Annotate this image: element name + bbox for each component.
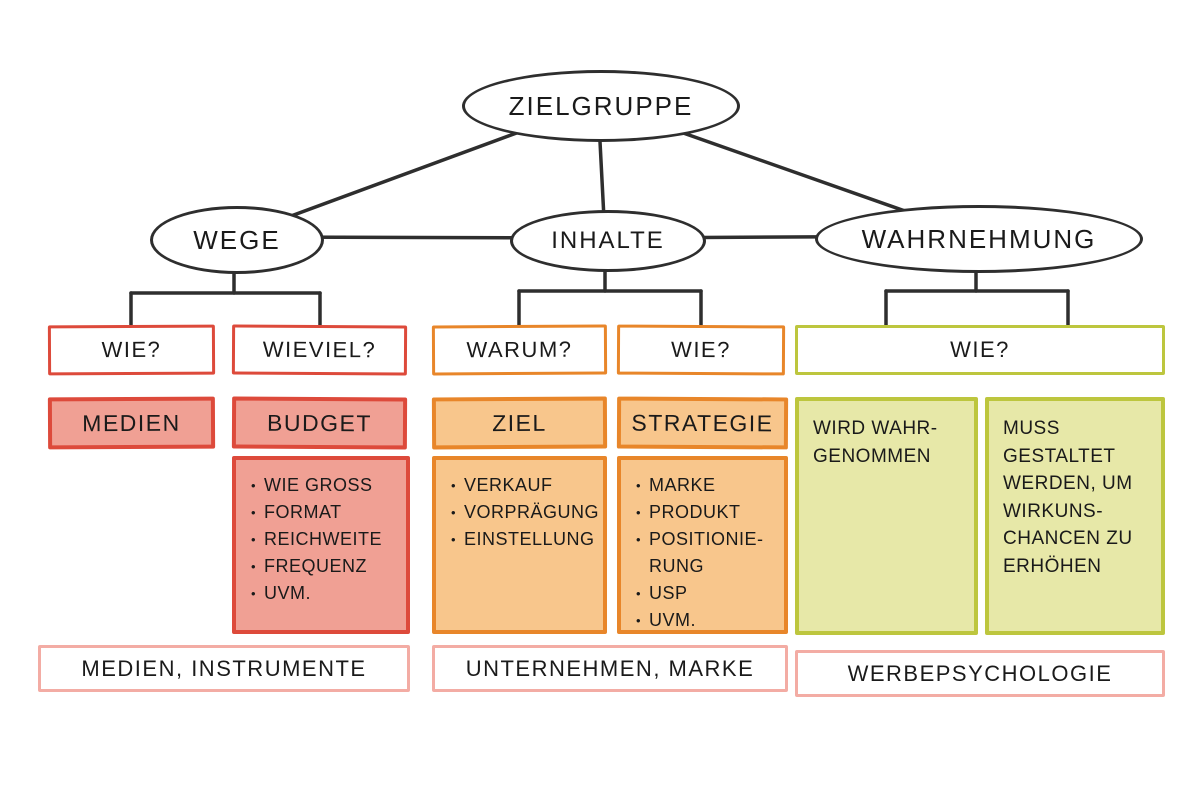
box-strategie: STRATEGIE bbox=[616, 396, 789, 450]
box-medien: MEDIEN bbox=[47, 396, 216, 450]
box-wege-wie: WIE? bbox=[47, 324, 216, 376]
list-item: POSITIONIE-RUNG bbox=[635, 526, 776, 580]
list-item: FREQUENZ bbox=[250, 553, 398, 580]
list-item: FORMAT bbox=[250, 499, 398, 526]
box-wahrnehmung-wie: WIE? bbox=[795, 325, 1165, 375]
strategie-details-list: MARKE PRODUKT POSITIONIE-RUNG USP UVM. bbox=[621, 460, 784, 642]
box-ziel: ZIEL bbox=[431, 396, 608, 450]
node-zielgruppe: ZIELGRUPPE bbox=[462, 70, 740, 142]
footer-unternehmen-marke: UNTERNEHMEN, MARKE bbox=[432, 645, 788, 692]
box-budget: BUDGET bbox=[231, 396, 408, 450]
list-item: UVM. bbox=[635, 607, 776, 634]
node-wege: WEGE bbox=[150, 206, 324, 274]
ziel-details-list: VERKAUF VORPRÄGUNG EINSTELLUNG bbox=[436, 460, 607, 561]
box-inhalte-wie: WIE? bbox=[616, 324, 786, 376]
list-item: WIE GROSS bbox=[250, 472, 398, 499]
list-item: UVM. bbox=[250, 580, 398, 607]
list-item: USP bbox=[635, 580, 776, 607]
list-item: MARKE bbox=[635, 472, 776, 499]
node-inhalte: INHALTE bbox=[510, 210, 706, 272]
box-ziel-details: VERKAUF VORPRÄGUNG EINSTELLUNG bbox=[432, 456, 607, 634]
list-item: PRODUKT bbox=[635, 499, 776, 526]
footer-medien-instrumente: MEDIEN, INSTRUMENTE bbox=[38, 645, 410, 692]
node-wahrnehmung: WAHRNEHMUNG bbox=[815, 205, 1143, 273]
box-budget-details: WIE GROSS FORMAT REICHWEITE FREQUENZ UVM… bbox=[232, 456, 410, 634]
box-wege-wieviel: WIEVIEL? bbox=[231, 324, 408, 376]
budget-details-list: WIE GROSS FORMAT REICHWEITE FREQUENZ UVM… bbox=[236, 460, 406, 615]
footer-werbepsychologie: WERBEPSYCHOLOGIE bbox=[795, 650, 1165, 697]
list-item: REICHWEITE bbox=[250, 526, 398, 553]
box-strategie-details: MARKE PRODUKT POSITIONIE-RUNG USP UVM. bbox=[617, 456, 788, 634]
box-wird-wahrgenommen: WIRD WAHR-GENOMMEN bbox=[795, 397, 978, 635]
box-muss-gestaltet: MUSS GESTALTET WERDEN, UM WIRKUNS-CHANCE… bbox=[985, 397, 1165, 635]
list-item: EINSTELLUNG bbox=[450, 526, 599, 553]
list-item: VORPRÄGUNG bbox=[450, 499, 599, 526]
box-warum: WARUM? bbox=[431, 324, 608, 376]
list-item: VERKAUF bbox=[450, 472, 599, 499]
